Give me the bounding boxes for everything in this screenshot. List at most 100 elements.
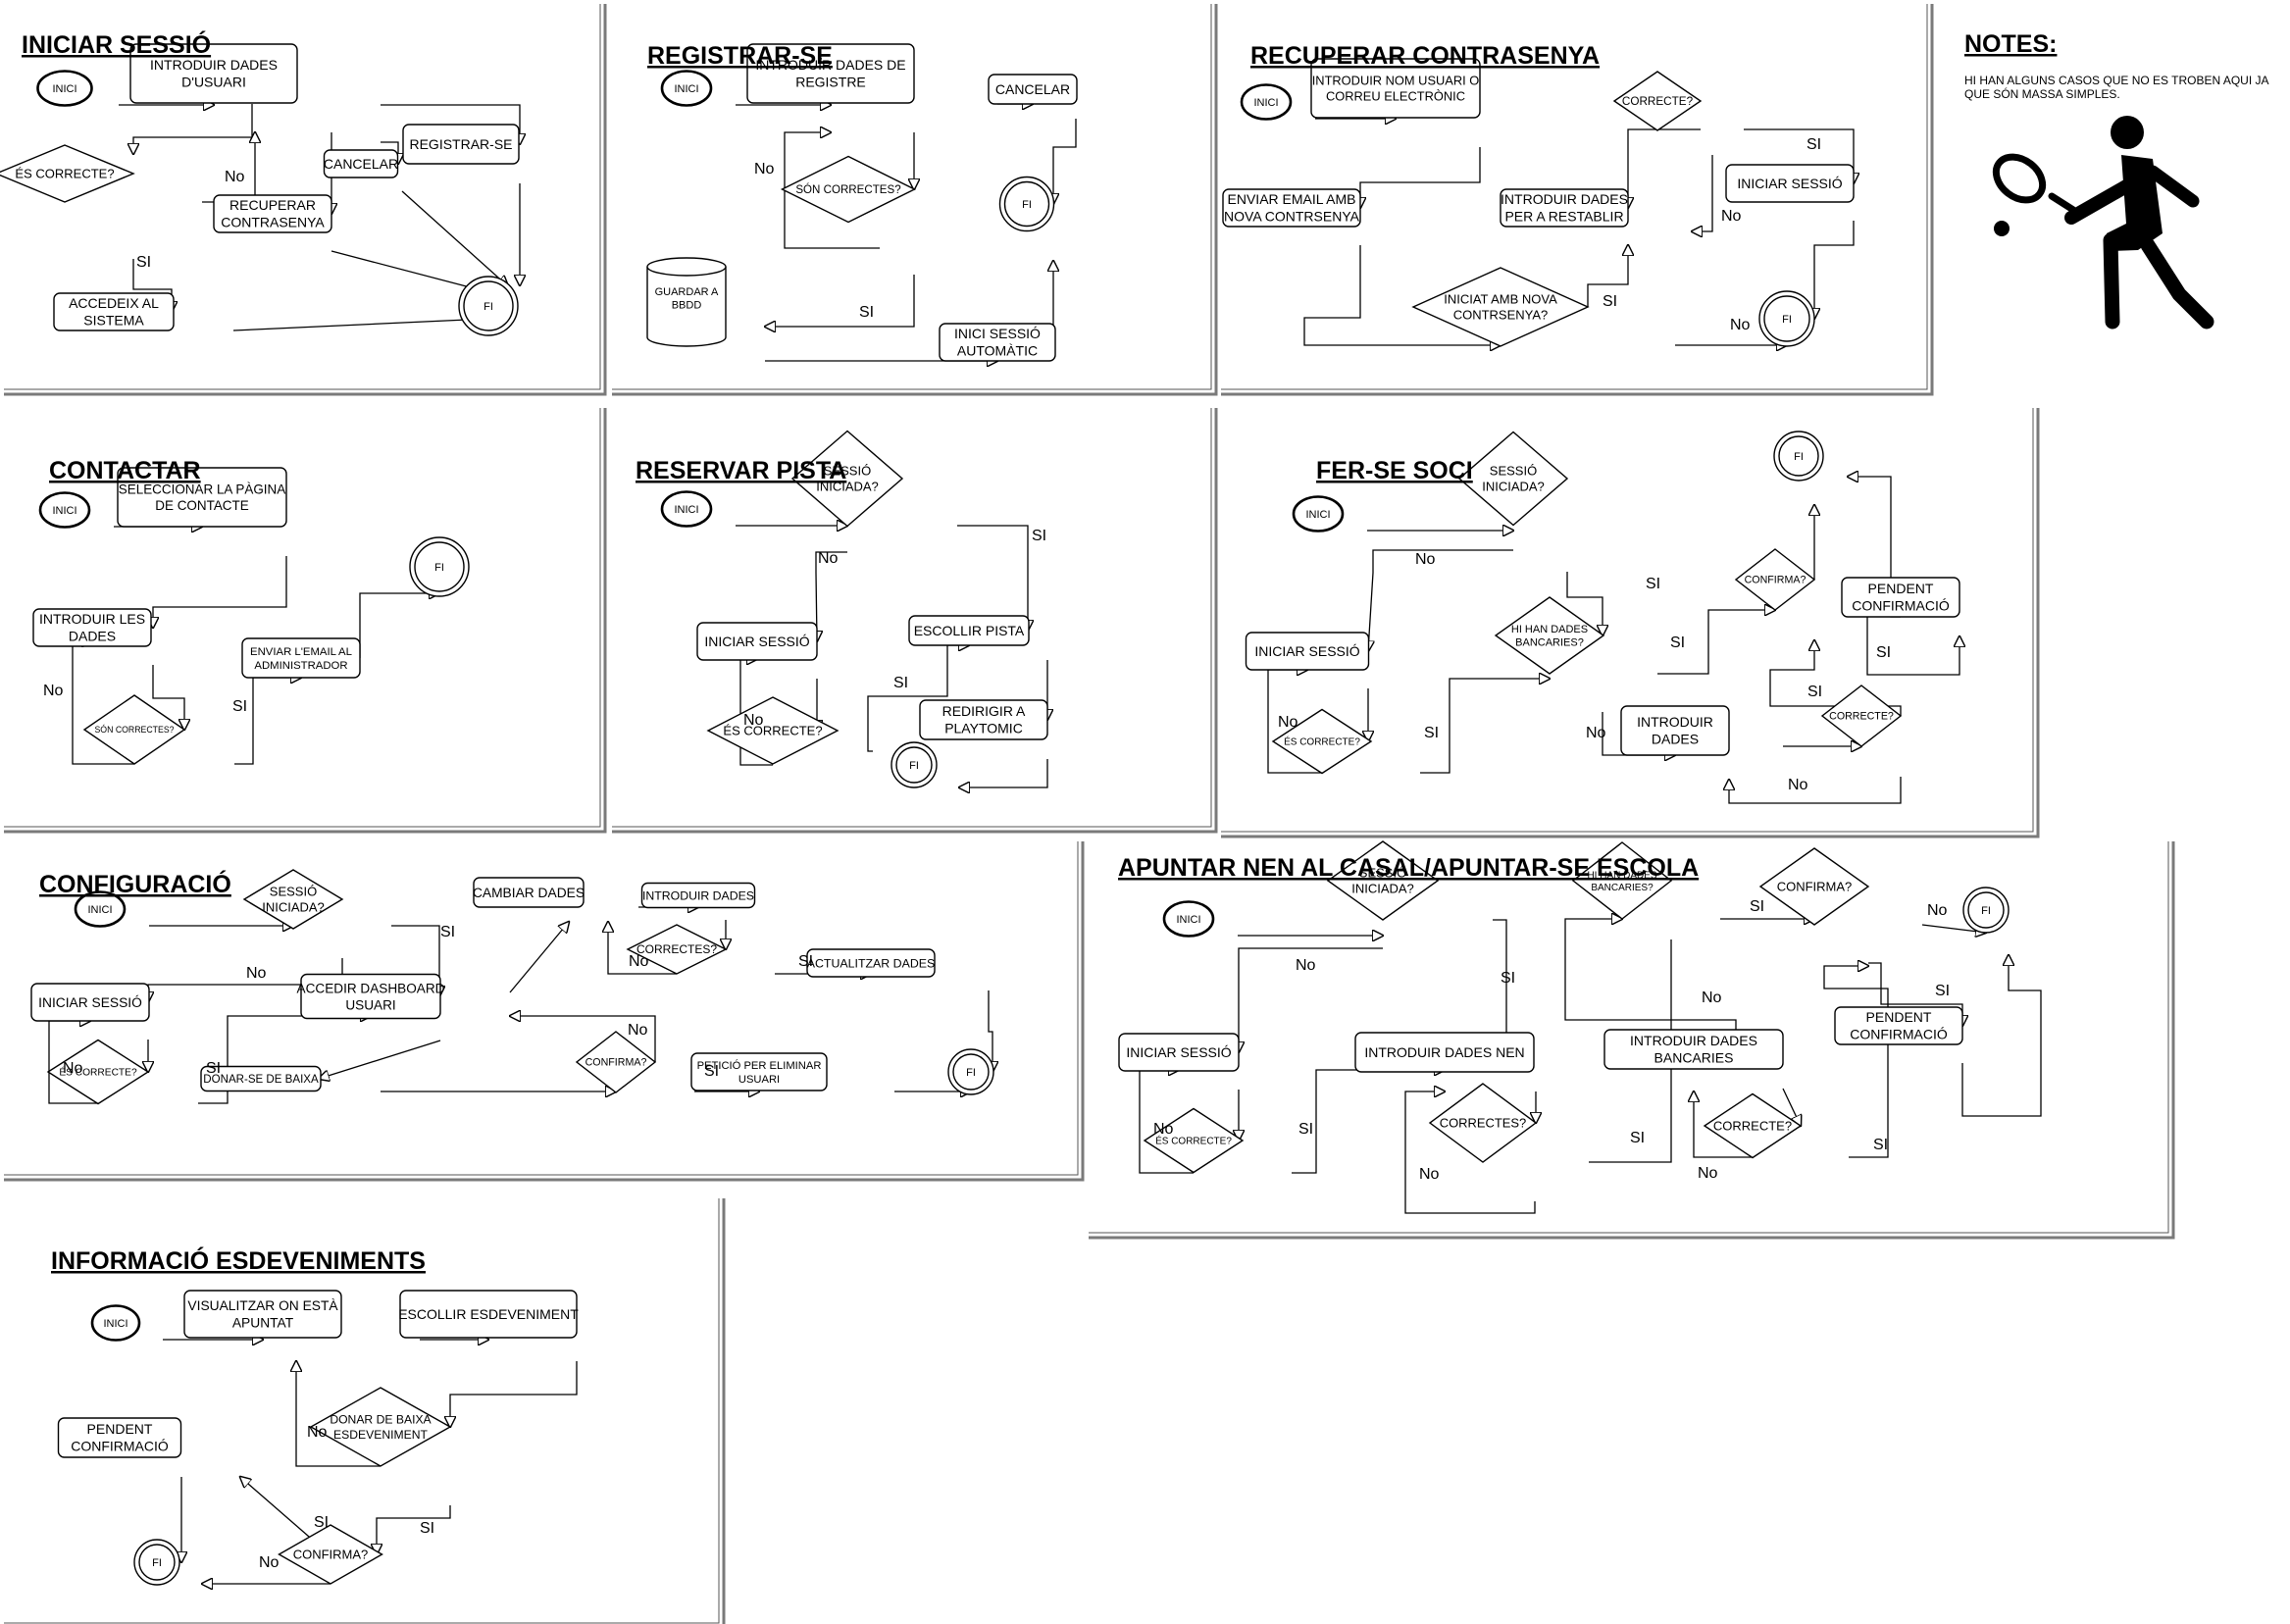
edge-label: SI [1501, 970, 1515, 987]
node-label: VISUALITZAR ON ESTÀ [187, 1297, 338, 1313]
flow-arrow [1744, 128, 1854, 183]
node-label: SESSIÓ [1490, 463, 1537, 478]
edge-label: SI [206, 1060, 221, 1077]
flow-arrow [510, 1016, 656, 1062]
edge-label: SI [1935, 983, 1950, 999]
node-label: FI [434, 562, 444, 574]
flow-arrow [401, 190, 508, 286]
node-diamond-correcte: ÉS CORRECTE? [46, 1039, 150, 1105]
flow-arrow [133, 104, 253, 154]
flow-arrow [202, 132, 255, 203]
node-rect-sessio: INICIAR SESSIÓ [1725, 164, 1855, 203]
panel-frame [4, 4, 607, 396]
flow-arrow [1292, 1070, 1445, 1174]
node-label: CANCELAR [995, 81, 1070, 97]
flow-arrow [1368, 549, 1513, 651]
flow-arrow [152, 665, 184, 730]
node-label: CORRECTES? [1440, 1116, 1527, 1131]
notes-line-1: HI HAN ALGUNS CASOS QUE NO ES TROBEN AQU… [1964, 74, 2269, 87]
node-rect-escollir: ESCOLLIR ESDEVENIMENT [398, 1290, 579, 1339]
panel-title: RECUPERAR CONTRASENYA [1250, 42, 1600, 70]
node-label: DADES [1652, 732, 1699, 747]
edge-label: SI [1032, 528, 1046, 544]
node-label: ÉS CORRECTE? [1284, 736, 1360, 748]
node-label: PLAYTOMIC [944, 721, 1023, 736]
node-rect-registrar: REGISTRAR-SE [402, 124, 520, 165]
flow-arrow [1053, 119, 1077, 204]
edge-label: No [259, 1554, 280, 1571]
node-rect-cancelar: CANCELAR [988, 74, 1078, 105]
node-label: FI [1022, 199, 1032, 211]
flow-arrow [1854, 609, 1959, 676]
node-label: INICI [87, 904, 112, 916]
node-label: CORRECTE? [1622, 95, 1694, 108]
edge-label: SI [440, 924, 455, 940]
flow-arrow [957, 525, 1028, 631]
node-label: ACTUALITZAR DADES [807, 956, 935, 970]
node-label: FI [152, 1557, 162, 1569]
node-fi-fi: FI [998, 176, 1055, 232]
edge-label: SI [798, 953, 813, 970]
flow-arrow [198, 1016, 371, 1104]
flow-arrow [1564, 919, 1672, 1163]
flow-arrow [1566, 572, 1603, 635]
edge-label: SI [859, 304, 874, 321]
node-label: INTRODUIR DADES [150, 57, 278, 73]
node-label: BANCARIES? [1591, 883, 1654, 893]
node-rect-baixa: DONAR-SE DE BAIXA [200, 1065, 322, 1092]
node-label: INTRODUIR NOM USUARI O [1312, 73, 1480, 87]
panel-frame [612, 4, 1218, 396]
flow-arrow [1360, 147, 1481, 208]
panel-frame-inner [612, 4, 1212, 390]
node-label: ENVIAR L'EMAIL AL [250, 646, 352, 658]
edge-label: No [1153, 1121, 1174, 1138]
panel-frames [4, 4, 2175, 1624]
edge-labels: NoSINoSISINoSINoNoSINoSISINoNoSISISINoSI… [43, 136, 1950, 1571]
node-label: INICI SESSIÓ [954, 326, 1041, 341]
node-ellipse-inici: INICI [660, 490, 713, 528]
node-label: PENDENT [1868, 581, 1934, 596]
node-rect-escollir: ESCOLLIR PISTA [908, 615, 1030, 646]
node-rect-introduir: INTRODUIR DADES [640, 882, 756, 909]
node-ellipse-inici: INICI [90, 1304, 141, 1342]
node-label: HI HAN DADES [1511, 624, 1588, 635]
panel-frame [1089, 841, 2175, 1240]
node-label: CORRECTE? [1829, 711, 1894, 723]
flow-arrow [1303, 245, 1501, 345]
flow-arrow [1692, 155, 1713, 231]
panel-title: FER-SE SOCI [1316, 457, 1473, 484]
node-diamond-correcte2: CORRECTE? [1703, 1092, 1803, 1159]
node-label: INICI [1305, 509, 1330, 521]
panel-frame-inner [1089, 841, 2169, 1234]
node-label: INICIAR SESSIÓ [1254, 643, 1359, 659]
node-label: AUTOMÀTIC [957, 343, 1038, 359]
panel-frame-inner [4, 4, 601, 390]
node-label: ÉS CORRECTE? [723, 724, 822, 738]
panel-title: CONTACTAR [49, 457, 201, 484]
edge-label: SI [1670, 634, 1685, 651]
node-fi-fi: FI [891, 741, 938, 788]
node-label: SÓN CORRECTES? [94, 725, 174, 735]
node-label: INICIAT AMB NOVA [1444, 291, 1557, 306]
node-fi-fi: FI [1758, 290, 1815, 347]
panel-title: APUNTAR NEN AL CASAL/APUNTAR-SE ESCOLA [1118, 854, 1699, 882]
node-ellipse-inici: INICI [1162, 900, 1215, 938]
panel-title: INICIAR SESSIÓ [22, 29, 211, 59]
node-label: INICIADA? [1351, 882, 1414, 896]
flow-arrow [1404, 1091, 1536, 1214]
edge-label: SI [1603, 293, 1617, 310]
node-rect-automatic: INICI SESSIÓ AUTOMÀTIC [939, 323, 1056, 362]
panel-frame [612, 408, 1218, 834]
panel-title: REGISTRAR-SE [647, 42, 833, 70]
node-diamond-correcte: ÉS CORRECTE? [1143, 1107, 1245, 1174]
node-fi-fi: FI [1773, 431, 1824, 482]
